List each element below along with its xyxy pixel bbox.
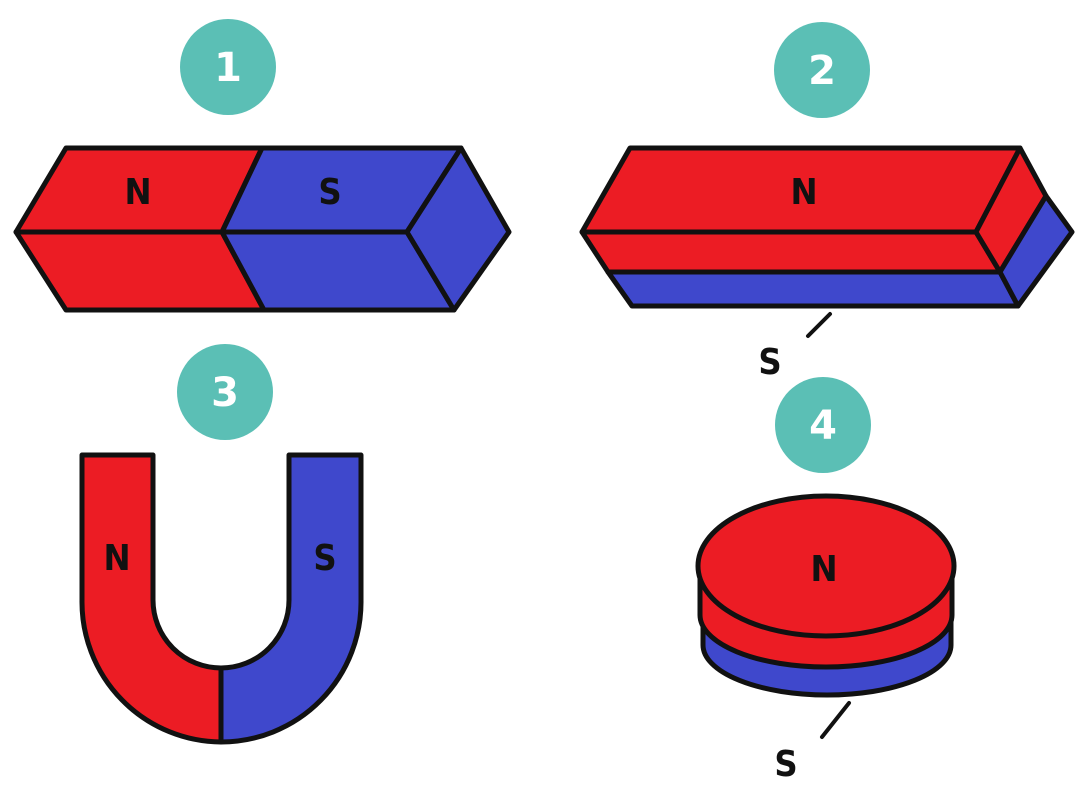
horseshoe-magnet: N S [79,452,364,745]
badge-4-number: 4 [809,403,837,449]
bar-1-north-label: N [124,172,151,213]
disc-north-label: N [810,549,837,590]
badge-2-number: 2 [808,48,836,94]
bar-2-north-label: N [790,172,817,213]
bar-2-south-end-face [997,193,1075,309]
disc-north-top-face [695,493,957,639]
bar-magnet-2: N S [579,145,1075,383]
horseshoe-north-arm [79,452,224,745]
disc-south-label: S [774,744,797,785]
bar-1-south-end-face [404,145,512,313]
badge-3: 3 [177,344,273,440]
bar-1-south-label: S [318,172,341,213]
bar-2-south-pointer [806,312,832,338]
badge-4: 4 [775,377,871,473]
disc-magnet: N S [695,493,957,785]
horseshoe-south-arm [218,452,364,745]
disc-south-pointer [820,701,851,739]
horseshoe-south-label: S [313,538,336,579]
bar-2-north-front-face [579,229,1003,275]
badge-1-number: 1 [214,45,242,91]
badge-2: 2 [774,22,870,118]
badge-3-number: 3 [211,370,239,416]
bar-2-south-front-face [605,269,1021,309]
horseshoe-north-label: N [103,538,130,579]
bar-magnet-1: N S [13,145,512,313]
bar-2-south-label: S [758,342,781,383]
badge-1: 1 [180,19,276,115]
